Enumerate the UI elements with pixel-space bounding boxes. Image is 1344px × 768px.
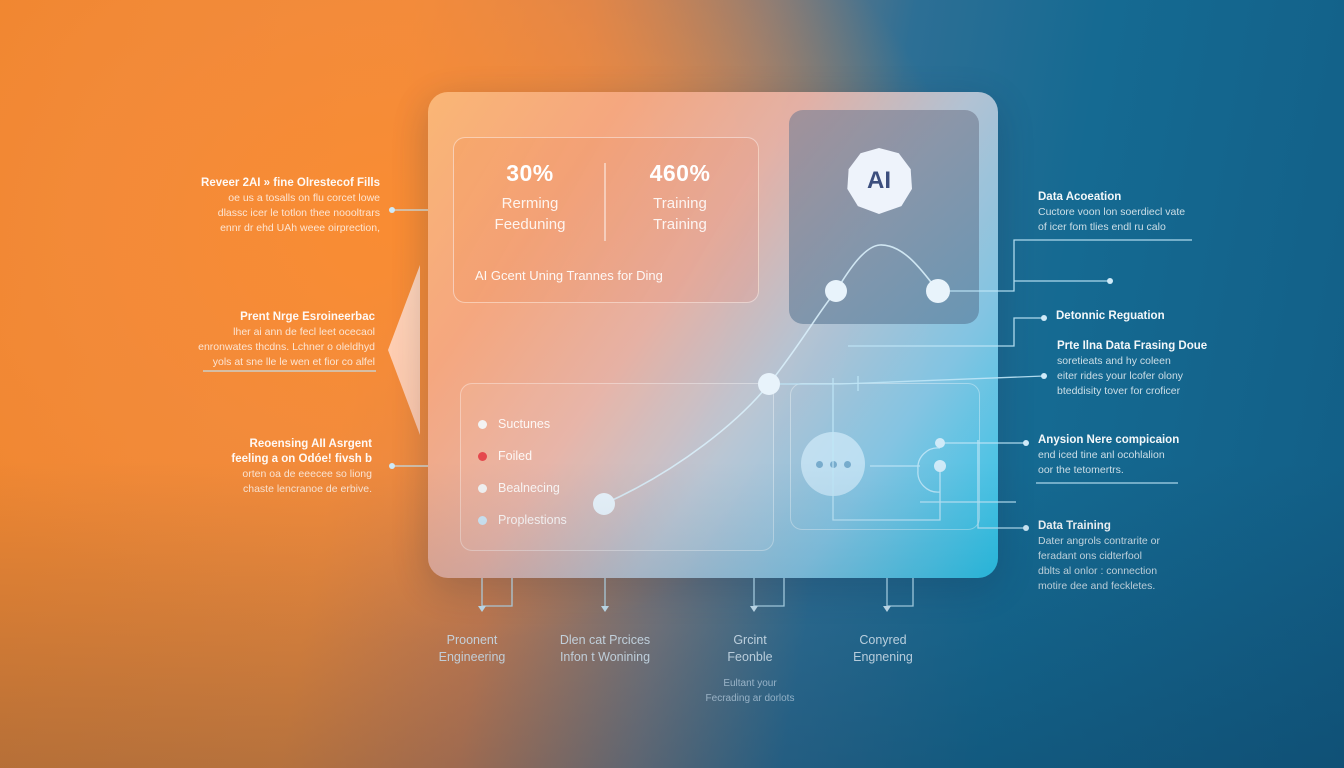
note-body-line: end iced tine anl ocohlalion	[1038, 449, 1165, 461]
stat-1: 30% Rerming Feeduning	[465, 160, 595, 235]
note-body-line: oor the tetomertrs.	[1038, 464, 1124, 476]
note-body-line: eiter rides your lcofer olony	[1057, 370, 1184, 382]
note-body-line: yols at sne lle le wen et fior co alfel	[212, 356, 375, 368]
ai-badge-label: AI	[867, 167, 891, 194]
bottom-label-2: Dlen cat Prcices Infon t Wonining	[540, 632, 670, 666]
right-note-1: Data Acoeation Cuctore voon lon soerdiec…	[1038, 190, 1238, 235]
note-body-line: oe us a tosalls on flu corcet lowe	[228, 192, 380, 204]
note-body-line: Cuctore voon lon soerdiecl vate	[1038, 206, 1186, 218]
bottom-label-line: Dlen cat Prcices	[559, 633, 651, 647]
stat-label: Feeduning	[494, 216, 566, 233]
bottom-label-line: Infon t Wonining	[559, 650, 651, 664]
note-title: Reoensing AII Asrgent	[249, 438, 372, 450]
note-title: Reveer 2AI » fine Olrestecof Fills	[201, 177, 380, 189]
note-body-line: ennr dr ehd UAh weee oirprection,	[220, 222, 380, 234]
legend-label: Foiled	[498, 449, 533, 463]
note-body-line: chaste lencranoe de erbive.	[243, 483, 372, 495]
note-title: Prent Nrge Esroineerbac	[240, 311, 375, 323]
note-title-line2: feeling a on Odóe! fivsh b	[231, 453, 372, 465]
legend-dot-icon	[478, 451, 487, 461]
bottom-label-1: Proonent Engineering	[412, 632, 532, 666]
right-note-5: Data Training Dater angrols contrarite o…	[1038, 519, 1238, 594]
stats-card	[453, 137, 759, 303]
octagon-badge-icon[interactable]: AI	[847, 148, 912, 214]
left-note-3: Reoensing AII Asrgent feeling a on Odóe!…	[140, 437, 372, 497]
note-body-line: bteddisity tover for croficer	[1057, 385, 1181, 397]
stats-caption: AI Gcent Uning Trannes for Ding	[475, 268, 663, 283]
note-title: Data Acoeation	[1038, 191, 1122, 203]
note-title: Detonnic Reguation	[1056, 310, 1165, 322]
bottom-label-3: Grcint Feonble Eultant your Fecrading ar…	[690, 632, 810, 706]
dot	[843, 460, 851, 468]
note-body-line: motire dee and feckletes.	[1038, 580, 1156, 592]
note-body-line: dlassc icer le totlon thee noooltrars	[217, 207, 380, 219]
note-body-line: Dater angrols contrarite or	[1038, 535, 1160, 547]
note-body-line: lher ai ann de fecl leet ocecaol	[233, 326, 375, 338]
stats-divider	[604, 163, 606, 241]
note-title: Data Training	[1038, 520, 1111, 532]
note-body-line: of icer fom tlies endl ru calo	[1038, 221, 1166, 233]
legend-card	[460, 383, 774, 551]
bottom-label-line: Conyred	[859, 633, 907, 647]
note-title: Prte Ilna Data Frasing Doue	[1057, 340, 1208, 352]
legend: Suctunes Foiled Bealnecing Proplestions	[478, 408, 567, 536]
stat-value: 30%	[506, 160, 554, 186]
legend-dot-icon	[478, 419, 487, 429]
left-note-2: Prent Nrge Esroineerbac lher ai ann de f…	[145, 310, 375, 370]
bottom-sub-line: Fecrading ar dorlots	[705, 693, 795, 704]
dot	[815, 460, 823, 468]
stat-value: 460%	[649, 160, 711, 186]
bottom-label-line: Grcint	[733, 633, 767, 647]
legend-dot-icon	[478, 483, 487, 493]
stat-label: Rerming	[501, 195, 559, 212]
left-note-1: Reveer 2AI » fine Olrestecof Fills oe us…	[150, 176, 380, 236]
note-body-line: feradant ons cidterfool	[1038, 550, 1142, 562]
right-note-2: Detonnic Reguation	[1056, 309, 1256, 324]
right-note-4: Anysion Nere compicaion end iced tine an…	[1038, 433, 1238, 478]
note-body-line: dblts al onlor : connection	[1038, 565, 1158, 577]
bottom-label-line: Engineering	[438, 650, 506, 664]
bottom-label-4: Conyred Engnening	[823, 632, 943, 666]
stat-2: 460% Training Training	[615, 160, 745, 235]
bottom-label-line: Engnening	[853, 650, 913, 664]
legend-item[interactable]: Bealnecing	[478, 472, 567, 504]
legend-item[interactable]: Foiled	[478, 440, 567, 472]
note-body-line: soretieats and hy coleen	[1057, 355, 1171, 367]
stat-label: Training	[653, 216, 707, 233]
legend-label: Proplestions	[498, 513, 567, 527]
stat-label: Training	[653, 195, 707, 212]
chat-card	[790, 383, 980, 530]
legend-label: Bealnecing	[498, 481, 560, 495]
bottom-label-line: Proonent	[446, 633, 498, 647]
bottom-label-line: Feonble	[727, 650, 773, 664]
legend-label: Suctunes	[498, 417, 551, 431]
note-body-line: orten oa de eeecee so liong	[242, 468, 372, 480]
legend-item[interactable]: Suctunes	[478, 408, 567, 440]
legend-item[interactable]: Proplestions	[478, 504, 567, 536]
right-note-3: Prte Ilna Data Frasing Doue soretieats a…	[1057, 339, 1257, 399]
bottom-sub-line: Eultant your	[723, 678, 777, 689]
note-body-line: enronwates thcdns. Lchner o oleldhyd	[198, 341, 375, 353]
note-title: Anysion Nere compicaion	[1038, 434, 1180, 446]
legend-dot-icon	[478, 515, 487, 525]
